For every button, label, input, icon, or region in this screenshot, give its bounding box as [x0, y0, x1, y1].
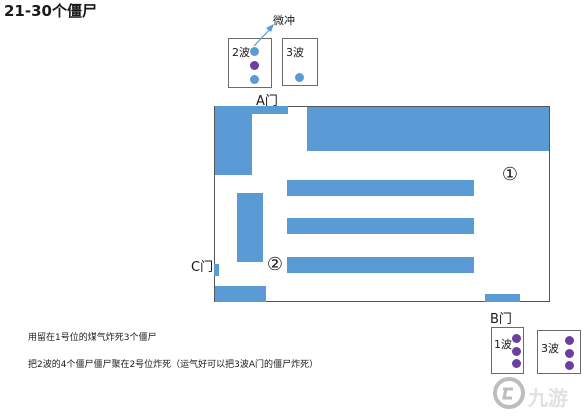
obstacle-vertical [237, 193, 263, 262]
watermark-logo-text: 九游 [528, 386, 568, 410]
zombie-dot-purple [512, 359, 521, 368]
wall-block-door-a [252, 106, 288, 114]
wave-2-label: 2波 [232, 46, 250, 59]
obstacle-bar-1 [287, 180, 474, 196]
door-a-label: A门 [256, 94, 278, 109]
wave-1-label: 1波 [494, 338, 512, 351]
page-title: 21-30个僵尸 [4, 2, 97, 20]
zombie-dot-blue [295, 73, 304, 82]
obstacle-bar-2 [287, 218, 474, 234]
zombie-dot-blue [250, 75, 259, 84]
zombie-dot-purple [512, 347, 521, 356]
zombie-dot-purple [250, 61, 259, 70]
wave-3-box-bottom: 3波 [537, 330, 581, 374]
jiuyou-logo-icon [493, 377, 525, 409]
wave-2-box-top: 2波 [228, 38, 272, 88]
door-c-label: C门 [191, 260, 214, 275]
door-b-label: B门 [490, 312, 512, 327]
zombie-dot-purple [565, 349, 574, 358]
wall-block-top-left [215, 106, 252, 175]
note-line-1: 用留在1号位的煤气炸死3个僵尸 [28, 333, 157, 343]
wave-1-box-bottom: 1波 [491, 327, 524, 374]
wall-block-top-right [307, 107, 549, 151]
arrow-icon [253, 24, 274, 47]
zombie-dot-purple [512, 334, 521, 343]
zombie-dot-purple [565, 336, 574, 345]
wall-block-door-c [214, 264, 219, 276]
wave-3-box-top: 3波 [282, 38, 318, 86]
wall-block-bottom-left [215, 286, 266, 302]
arrow-label: 微冲 [273, 14, 295, 27]
wall-block-door-b [485, 294, 520, 302]
obstacle-bar-3 [287, 257, 474, 273]
wave-3-label: 3波 [286, 46, 304, 59]
zombie-dot-purple [565, 361, 574, 370]
note-line-2: 把2波的4个僵尸僵尸聚在2号位炸死（运气好可以把3波A门的僵尸炸死） [28, 360, 319, 370]
position-1-marker: ① [501, 164, 519, 185]
zombie-dot-blue [250, 47, 259, 56]
position-2-marker: ② [266, 254, 284, 275]
wave-3-label: 3波 [541, 342, 559, 355]
